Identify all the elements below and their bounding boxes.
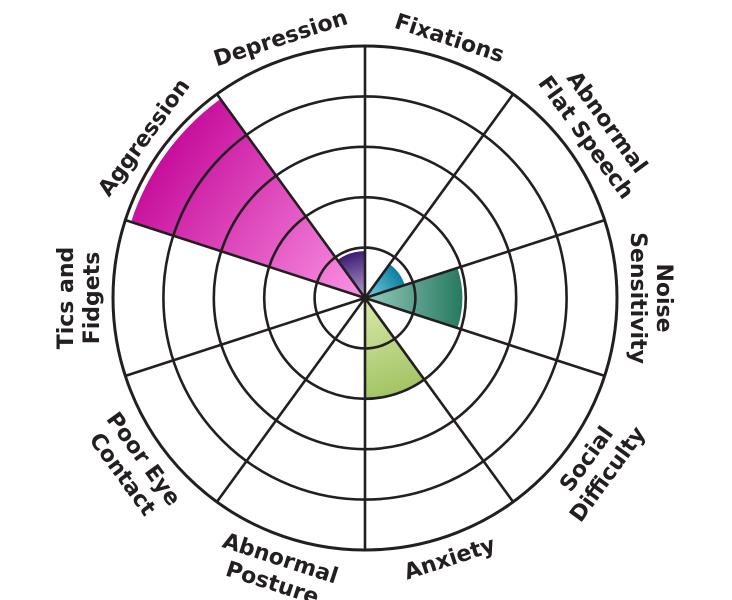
grid-spoke — [215, 297, 367, 503]
grid-spoke — [364, 218, 606, 300]
category-label-line: Anxiety — [401, 533, 498, 586]
category-label-line: Depression — [211, 5, 351, 72]
category-label-line: Noise — [651, 263, 676, 332]
grid-spoke — [215, 93, 367, 299]
center-dot — [361, 294, 369, 302]
sector-aggression — [128, 96, 368, 300]
grid-spoke — [364, 296, 606, 378]
category-label-line: Fidgets — [80, 252, 105, 345]
grid-spoke — [363, 297, 515, 503]
grid-spoke — [363, 93, 515, 299]
category-label: Anxiety — [401, 533, 498, 586]
category-label: Depression — [211, 5, 351, 72]
category-label-line: Tics and — [54, 247, 79, 350]
category-label-line: Sensitivity — [625, 232, 650, 364]
grid-spoke — [124, 218, 366, 300]
grid-spoke — [124, 296, 366, 378]
